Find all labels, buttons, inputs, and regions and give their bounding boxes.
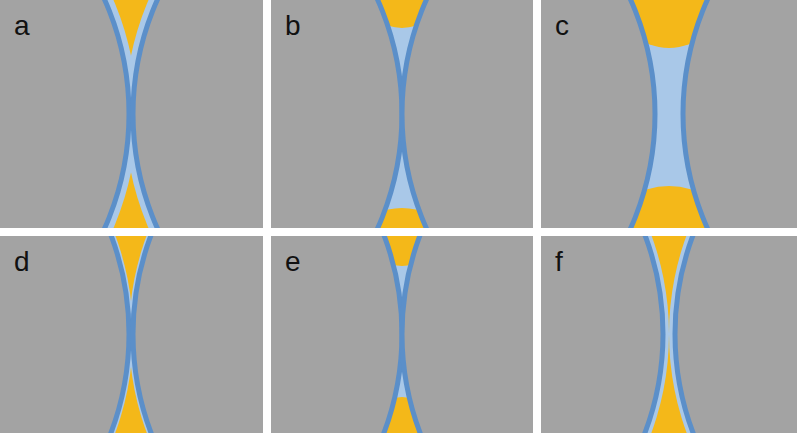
panel-letter: f: [555, 248, 563, 276]
panel: [97, 48, 797, 433]
panel-letter: d: [14, 248, 30, 276]
panel-letter: b: [285, 12, 301, 40]
panel-letter: c: [555, 12, 569, 40]
panel: [0, 50, 697, 433]
panel-letter: e: [285, 248, 301, 276]
panel-letter: a: [14, 12, 30, 40]
